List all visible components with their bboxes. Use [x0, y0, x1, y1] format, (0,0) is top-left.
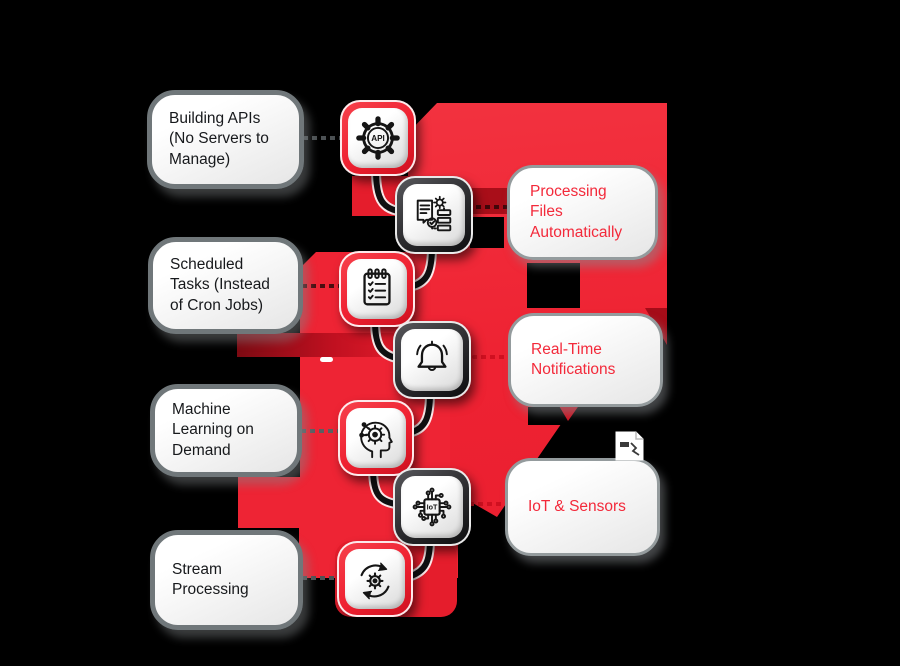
machine-learning-head-icon	[359, 421, 393, 459]
dotted-connector-iot-sensors	[469, 502, 505, 506]
api-badge-inner: API	[348, 108, 408, 168]
background-cutout	[470, 217, 504, 248]
api-gear-icon: API	[356, 116, 400, 160]
stream-badge	[337, 541, 413, 617]
use-case-label: Stream Processing	[172, 560, 249, 598]
cycle-gear-icon	[360, 562, 390, 600]
dotted-connector-stream	[302, 576, 337, 580]
iot-badge: IoT	[393, 468, 471, 546]
white-dash-mark	[320, 357, 333, 362]
use-case-box-iot-sensors: IoT & Sensors	[505, 458, 660, 556]
dotted-connector-processing-files	[467, 205, 508, 209]
stream-badge-inner	[345, 549, 405, 609]
red-background-arm	[238, 477, 302, 528]
scheduler-badge	[339, 251, 415, 327]
use-case-box-processing-files: Processing Files Automatically	[507, 165, 658, 260]
iot-badge-inner: IoT	[401, 476, 463, 538]
bell-icon	[416, 340, 448, 371]
use-case-box-scheduled-tasks: Scheduled Tasks (Instead of Cron Jobs)	[148, 237, 303, 334]
svg-text:API: API	[371, 134, 385, 143]
api-badge: API	[340, 100, 416, 176]
dotted-connector-real-time	[472, 355, 508, 359]
dotted-connector-building-apis	[303, 136, 343, 140]
use-case-label: Processing Files Automatically	[530, 183, 623, 241]
iot-chip-icon: IoT	[412, 487, 452, 527]
background-cutout	[528, 407, 568, 425]
machine-learning-badge	[338, 400, 414, 476]
notifications-badge-inner	[401, 329, 463, 391]
machine-learning-badge-inner	[346, 408, 406, 468]
notifications-badge	[393, 321, 471, 399]
use-case-box-building-apis: Building APIs (No Servers to Manage)	[147, 90, 304, 189]
use-case-box-real-time-notifications: Real-Time Notifications	[508, 313, 663, 407]
use-case-box-stream-processing: Stream Processing	[150, 530, 303, 630]
red-background-arm	[237, 333, 411, 357]
dotted-connector-scheduled-tasks	[302, 284, 340, 288]
use-case-label: Machine Learning on Demand	[172, 401, 254, 459]
broken-image-icon	[615, 431, 644, 461]
file-processing-badge	[395, 176, 473, 254]
use-case-label: Real-Time Notifications	[531, 340, 616, 378]
use-case-box-machine-learning: Machine Learning on Demand	[150, 384, 302, 477]
dark-red-connector-band	[466, 188, 508, 214]
file-processing-badge-inner	[403, 184, 465, 246]
use-case-label: IoT & Sensors	[528, 497, 626, 515]
dotted-connector-machine-learning	[301, 429, 339, 433]
use-case-label: Scheduled Tasks (Instead of Cron Jobs)	[170, 256, 270, 314]
file-processing-icon	[416, 195, 452, 232]
checklist-clipboard-icon	[363, 268, 391, 306]
svg-text:IoT: IoT	[427, 504, 438, 512]
scheduler-badge-inner	[347, 259, 407, 319]
background-cutout	[527, 263, 580, 308]
use-case-label: Building APIs (No Servers to Manage)	[169, 110, 269, 168]
